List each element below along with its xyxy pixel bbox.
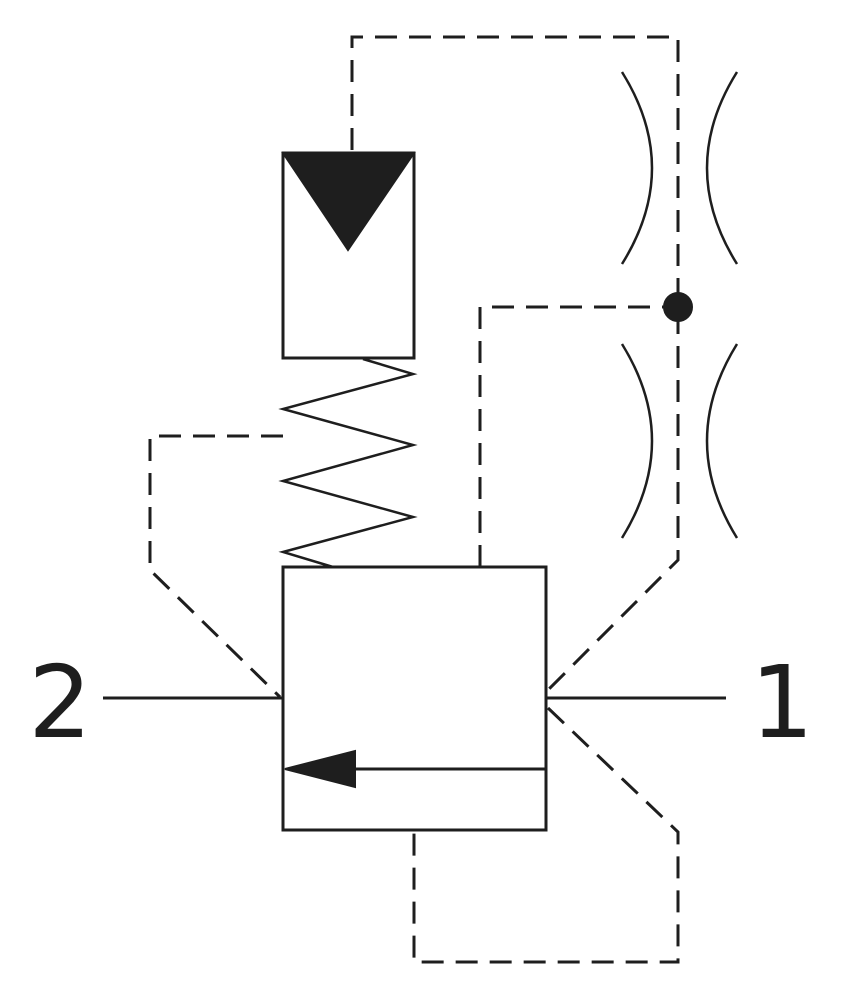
orifice-lower-left — [620, 343, 654, 539]
orifice-upper-left — [620, 71, 654, 265]
pilot-line-top — [350, 35, 680, 692]
spring — [278, 357, 418, 569]
valve-body — [281, 565, 548, 832]
port-2-label: 2 — [28, 644, 92, 761]
pilot-line-bottom-drain — [412, 706, 680, 964]
orifice-upper-right — [705, 71, 739, 265]
pilot-line-inner — [478, 305, 678, 567]
pilot-line-left-drain — [148, 434, 283, 699]
port-1-label: 1 — [750, 644, 814, 761]
junction-dot — [663, 292, 693, 322]
pilot-check-triangle — [281, 152, 416, 252]
flow-arrow-head — [284, 749, 356, 789]
orifice-lower-right — [705, 343, 739, 539]
